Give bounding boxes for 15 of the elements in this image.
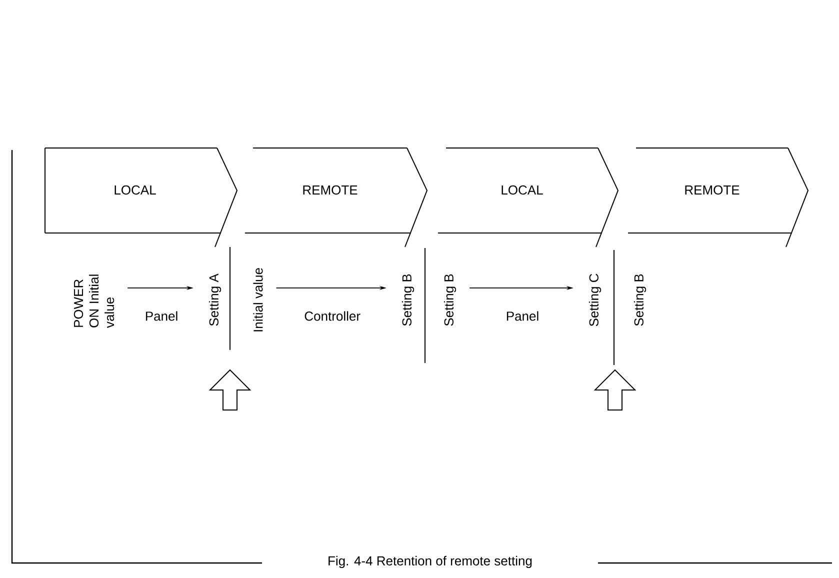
mode-band: LOCAL bbox=[44, 148, 238, 248]
setting-label: Setting B bbox=[444, 274, 456, 326]
setting-label: Setting C bbox=[588, 274, 602, 326]
caption: Fig. 4-4 Retention of remote setting bbox=[328, 556, 532, 568]
mode-band: REMOTE bbox=[244, 148, 428, 248]
mode-band: LOCAL bbox=[438, 148, 619, 248]
setting-label: POWER ON Initial value bbox=[74, 274, 114, 328]
edge-label: Controller bbox=[304, 311, 360, 321]
setting-label: Initial value bbox=[253, 268, 263, 332]
mode-band: REMOTE bbox=[628, 148, 809, 248]
setting-label: Setting B bbox=[402, 274, 414, 326]
edge-label: Panel bbox=[146, 311, 178, 321]
edge-label: Panel bbox=[506, 311, 538, 321]
setting-label: Setting B bbox=[634, 274, 646, 326]
setting-label: Setting A bbox=[208, 274, 222, 326]
